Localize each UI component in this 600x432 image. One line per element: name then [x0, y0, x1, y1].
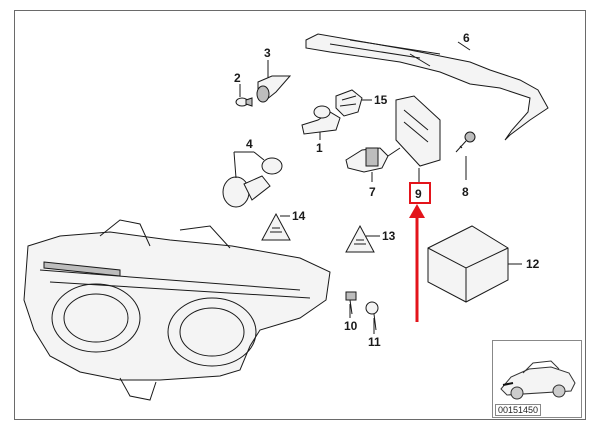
part-12-box[interactable]	[427, 225, 509, 303]
leader-6	[457, 41, 471, 51]
part-1-bulb[interactable]	[301, 105, 341, 140]
callout-9: 9	[415, 187, 422, 201]
callout-14: 14	[292, 209, 306, 223]
callout-1: 1	[316, 141, 323, 155]
callout-12: 12	[526, 257, 540, 271]
callout-11: 11	[368, 335, 381, 349]
part-13-warning-label[interactable]	[345, 224, 375, 253]
part-7-igniter[interactable]	[345, 147, 401, 173]
callout-8: 8	[462, 185, 469, 199]
callout-13: 13	[382, 229, 396, 243]
diagram-frame	[14, 10, 586, 420]
highlight-arrow	[409, 204, 425, 322]
part-10-screw[interactable]	[345, 291, 357, 315]
callout-7: 7	[369, 185, 376, 199]
callout-10: 10	[344, 319, 358, 333]
part-2-bulb[interactable]	[235, 84, 253, 107]
callout-4: 4	[246, 137, 253, 151]
part-9-control-unit[interactable]	[395, 95, 441, 167]
car-outline-icon	[500, 360, 576, 400]
part-8-screw[interactable]	[455, 131, 476, 153]
car-thumbnail: 00151450	[492, 340, 582, 418]
part-3-bulb[interactable]	[256, 60, 292, 103]
part-6-bracket[interactable]	[305, 33, 549, 141]
part-14-warning-label[interactable]	[261, 212, 291, 241]
callout-9-box	[409, 182, 431, 204]
diagram-id: 00151450	[495, 404, 542, 416]
part-4-socket[interactable]	[222, 151, 283, 208]
part-15-clip[interactable]	[335, 89, 363, 117]
callout-15: 15	[374, 93, 388, 107]
callout-2: 2	[234, 71, 241, 85]
headlight-housing[interactable]	[23, 219, 331, 401]
callout-6: 6	[463, 31, 470, 45]
callout-3: 3	[264, 46, 271, 60]
part-11-screw[interactable]	[365, 301, 379, 331]
